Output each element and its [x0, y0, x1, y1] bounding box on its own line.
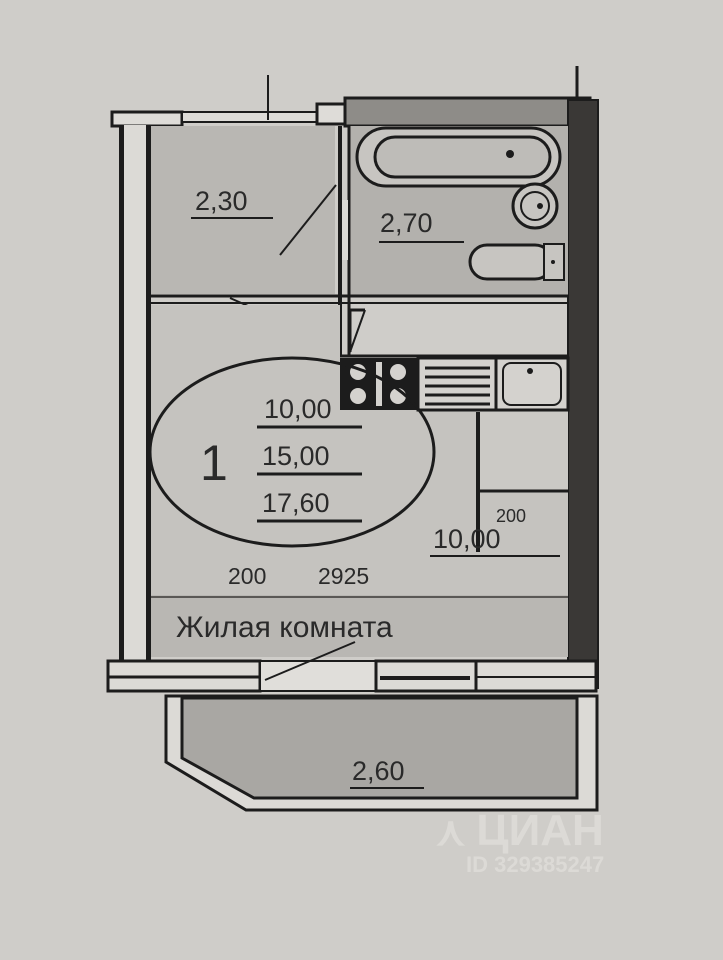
kitchen-area-label: 10,00: [433, 524, 501, 554]
top-wall: [110, 66, 592, 128]
balcony: [164, 694, 599, 812]
countertop-icon: [416, 356, 498, 412]
sink-icon: [511, 182, 559, 230]
room-info-oval: [148, 356, 436, 548]
living-room-name-band: [151, 595, 568, 657]
cian-watermark: ⋏ ЦИАН: [436, 806, 604, 855]
left-wall: [119, 125, 151, 665]
living-area-value: 15,00: [262, 441, 330, 471]
listing-id-watermark: ID 329385247: [466, 852, 605, 877]
fridge-icon: [476, 412, 568, 552]
storage-room: [151, 126, 335, 294]
storage-area-label: 2,30: [195, 186, 248, 216]
dimension-right: 2925: [318, 563, 369, 589]
kitchen-area-value: 10,00: [264, 394, 332, 424]
kitchen-dimension-small: 200: [496, 506, 526, 526]
room-number: 1: [200, 435, 228, 491]
door-swing: [279, 184, 337, 256]
bathtub-icon: [355, 126, 562, 188]
balcony-area-label: 2,60: [352, 756, 405, 786]
total-area-value: 17,60: [262, 488, 330, 518]
bottom-wall: [106, 641, 598, 693]
room-name-label: Жилая комната: [176, 611, 393, 644]
kitchen-sink-icon: [494, 356, 570, 412]
dimension-left: 200: [228, 563, 266, 589]
bathroom-area-label: 2,70: [380, 208, 433, 238]
cian-logo-icon: ⋏: [436, 810, 477, 854]
right-exterior-wall: [567, 99, 599, 689]
toilet-icon: [468, 243, 565, 281]
